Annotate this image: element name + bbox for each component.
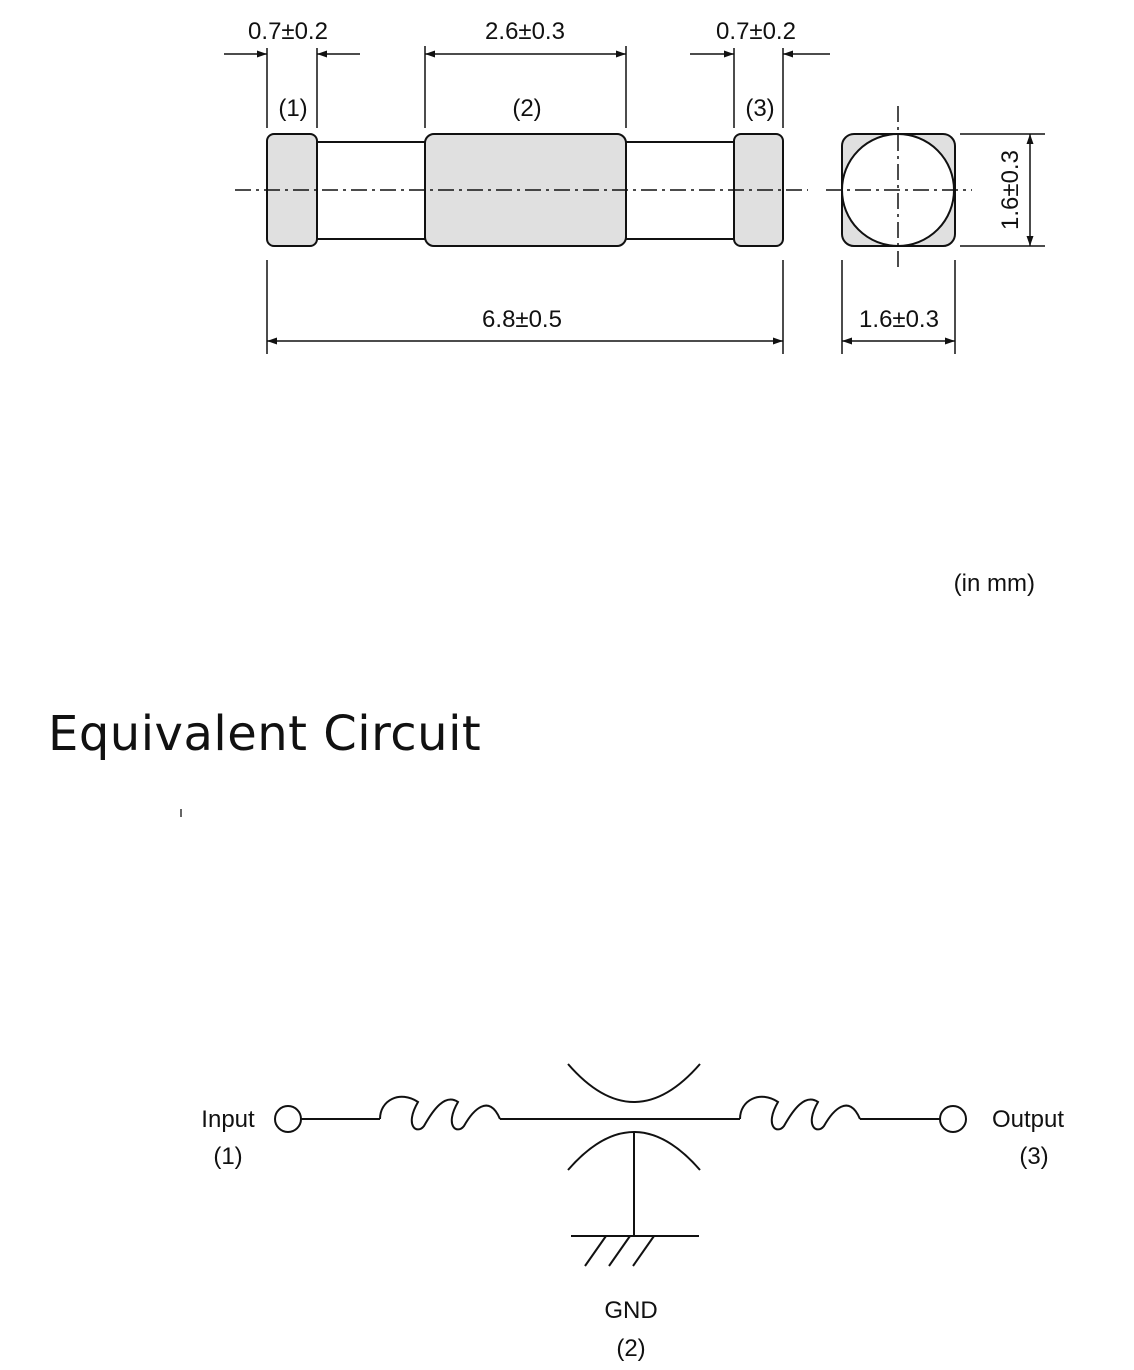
inductor-right: [739, 1095, 861, 1131]
dim-end-width: 1.6±0.3: [859, 306, 939, 333]
dim-right-terminal-width: 0.7±0.2: [716, 18, 796, 45]
equivalent-circuit: [274, 1063, 967, 1267]
ground-terminal-number: (2): [616, 1335, 645, 1362]
terminal-label-1: (1): [278, 95, 307, 122]
inductor-left: [379, 1095, 501, 1131]
ground-label: GND: [604, 1297, 657, 1324]
input-label: Input: [201, 1106, 255, 1133]
dim-overall-length: 6.8±0.5: [482, 306, 562, 333]
dim-center-terminal-width: 2.6±0.3: [485, 18, 565, 45]
dim-end-height: 1.6±0.3: [997, 150, 1024, 230]
input-terminal-number: (1): [213, 1143, 242, 1170]
output-label: Output: [992, 1106, 1064, 1133]
end-view-centerlines: [826, 106, 972, 272]
capacitor-upper-plate: [567, 1063, 701, 1103]
terminal-label-3: (3): [745, 95, 774, 122]
section-title: Equivalent Circuit: [48, 706, 482, 762]
dimension-arrows: [224, 50, 1034, 345]
unit-note: (in mm): [954, 570, 1035, 597]
output-terminal-node: [939, 1105, 967, 1133]
capacitor-lower-plate: [567, 1131, 701, 1171]
dim-left-terminal-width: 0.7±0.2: [248, 18, 328, 45]
input-terminal-node: [274, 1105, 302, 1133]
output-terminal-number: (3): [1019, 1143, 1048, 1170]
extension-lines: [266, 46, 1045, 354]
terminal-label-2: (2): [512, 95, 541, 122]
ground-hatch: [584, 1235, 655, 1267]
